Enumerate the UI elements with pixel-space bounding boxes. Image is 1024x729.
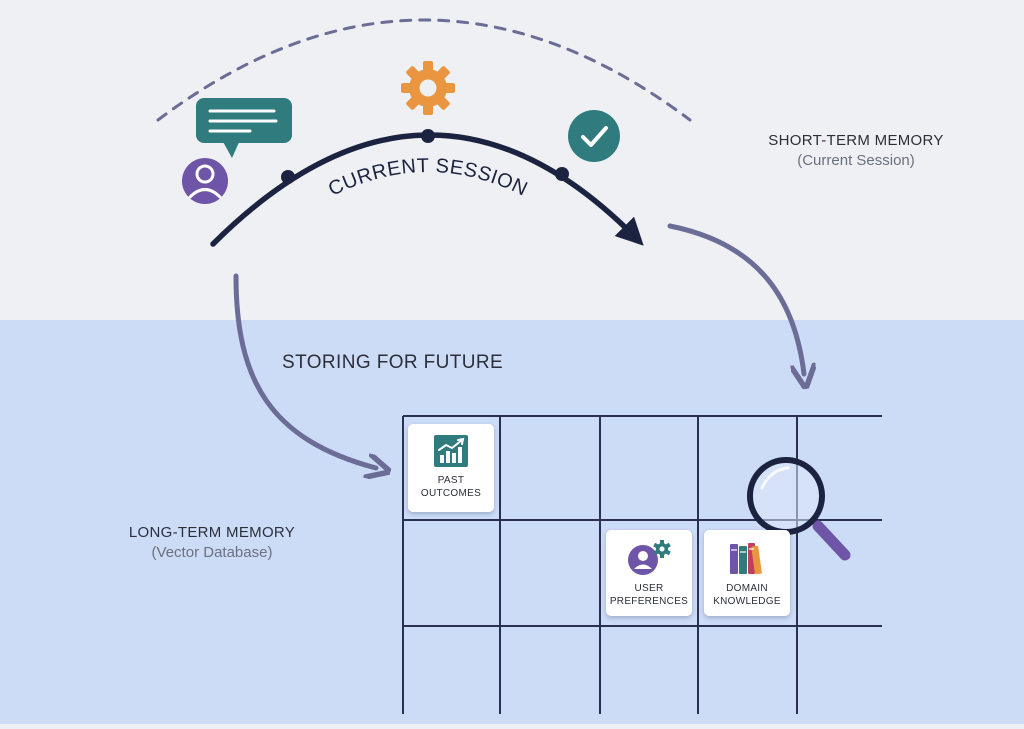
card-label-line: PAST	[437, 475, 465, 486]
long-term-memory-label: LONG-TERM MEMORY (Vector Database)	[96, 524, 328, 561]
books-icon	[730, 543, 762, 575]
domain-knowledge-card: DOMAIN KNOWLEDGE	[704, 530, 790, 616]
session-node	[281, 170, 295, 184]
dashed-session-arc	[156, 18, 692, 122]
gear-icon	[401, 61, 455, 115]
user-avatar-icon	[182, 158, 228, 204]
storing-for-future-label: STORING FOR FUTURE	[282, 352, 504, 373]
long-term-region	[0, 320, 1024, 724]
short-term-memory-label: SHORT-TERM MEMORY (Current Session)	[736, 132, 976, 169]
short-term-title: SHORT-TERM MEMORY	[768, 132, 944, 149]
short-term-region	[0, 0, 1024, 320]
long-term-subtitle: (Vector Database)	[151, 544, 273, 561]
card-label-line: DOMAIN	[726, 583, 768, 594]
user-preferences-card: USER PREFERENCES	[606, 530, 692, 616]
card-label-line: KNOWLEDGE	[713, 596, 781, 607]
short-term-subtitle: (Current Session)	[797, 152, 915, 169]
chart-icon	[434, 435, 468, 467]
session-to-longterm-arrow	[667, 223, 804, 374]
session-node	[421, 129, 435, 143]
user-gear-icon	[628, 540, 671, 575]
chat-bubble-icon	[196, 98, 292, 158]
card-label-line: OUTCOMES	[420, 488, 482, 499]
checkmark-icon	[568, 110, 620, 162]
session-node	[555, 167, 569, 181]
long-term-title: LONG-TERM MEMORY	[128, 524, 296, 541]
card-label-line: PREFERENCES	[609, 596, 689, 607]
past-outcomes-card: PAST OUTCOMES	[408, 424, 494, 512]
vector-database-grid	[402, 415, 882, 714]
storing-flow-arrow	[233, 273, 376, 468]
card-label-line: USER	[634, 583, 664, 594]
